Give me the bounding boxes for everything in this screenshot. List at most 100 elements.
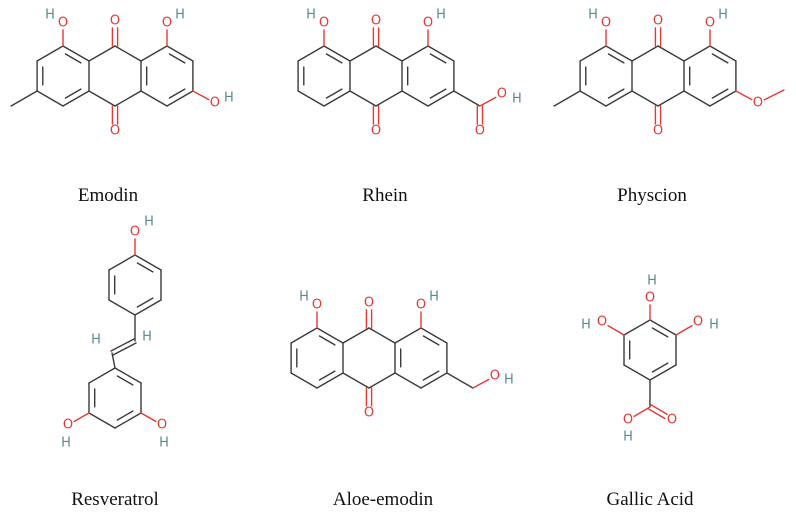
hydrogen-atom-label: H xyxy=(175,8,185,23)
bond-line xyxy=(88,45,116,62)
bond-line xyxy=(420,327,448,344)
bond-line xyxy=(349,45,377,62)
bond-line xyxy=(116,410,134,421)
oxygen-atom-label: O xyxy=(653,124,663,139)
bond-line xyxy=(607,88,625,99)
bond-line xyxy=(368,327,396,344)
bond-line xyxy=(297,90,325,107)
oxygen-atom-label: O xyxy=(623,413,633,428)
bond-line xyxy=(110,338,135,352)
oxygen-atom-label: O xyxy=(597,315,607,330)
bond-line xyxy=(10,90,38,107)
hydrogen-atom-label: H xyxy=(224,91,234,106)
bond-line xyxy=(136,297,154,308)
hydrogen-atom-label: H xyxy=(581,318,591,333)
bond-line xyxy=(325,88,343,99)
bond-line xyxy=(453,90,481,107)
bond-line xyxy=(657,90,685,107)
bond-line xyxy=(108,299,136,316)
oxygen-atom-label: O xyxy=(753,96,763,111)
hydrogen-atom-label: H xyxy=(429,290,439,305)
bond-line xyxy=(631,45,659,62)
bond-line xyxy=(633,406,651,418)
bond-line xyxy=(711,88,729,99)
bond-line xyxy=(401,45,429,62)
bond-line xyxy=(763,89,785,101)
bond-line xyxy=(140,412,157,423)
bond-line xyxy=(429,88,447,99)
oxygen-atom-label: O xyxy=(110,14,120,29)
hydrogen-atom-label: H xyxy=(306,8,316,23)
oxygen-atom-label: O xyxy=(364,406,374,421)
compound-name-rhein: Rhein xyxy=(362,185,408,206)
bond-line xyxy=(631,90,659,107)
oxygen-atom-label: O xyxy=(371,14,381,29)
bond-line xyxy=(64,53,82,64)
bond-line xyxy=(709,90,737,107)
bond-line xyxy=(472,378,490,389)
bond-line xyxy=(342,372,370,389)
bond-line xyxy=(657,45,685,62)
bond-line xyxy=(375,90,403,107)
oxygen-atom-label: O xyxy=(693,315,703,330)
bond-line xyxy=(401,90,429,107)
oxygen-atom-label: O xyxy=(63,418,73,433)
oxygen-atom-label: O xyxy=(157,418,167,433)
bond-line xyxy=(427,45,455,62)
bond-line xyxy=(427,90,455,107)
oxygen-atom-label: O xyxy=(490,369,500,384)
bond-line xyxy=(623,319,651,336)
oxygen-atom-label: O xyxy=(312,298,322,313)
bond-line xyxy=(323,45,351,62)
bond-line xyxy=(623,364,651,381)
bond-line xyxy=(88,90,116,107)
bond-line xyxy=(114,412,142,429)
oxygen-atom-label: O xyxy=(653,14,663,29)
hydrogen-atom-label: H xyxy=(142,330,152,345)
bond-line xyxy=(368,372,396,389)
hydrogen-atom-label: H xyxy=(718,8,728,23)
compound-name-aloe-emodin: Aloe-emodin xyxy=(333,489,434,510)
compound-name-physcion: Physcion xyxy=(617,185,687,206)
bond-line xyxy=(607,53,625,64)
bond-line xyxy=(394,327,422,344)
oxygen-atom-label: O xyxy=(601,16,611,31)
hydrogen-atom-label: H xyxy=(91,333,101,348)
hydrogen-atom-label: H xyxy=(61,436,71,451)
bond-line xyxy=(316,372,344,389)
hydrogen-atom-label: H xyxy=(512,92,522,107)
oxygen-atom-label: O xyxy=(475,124,485,139)
bond-line xyxy=(651,362,669,373)
bond-line xyxy=(111,352,116,369)
bond-line xyxy=(342,327,370,344)
compound-name-emodin: Emodin xyxy=(78,185,139,206)
bond-line xyxy=(166,45,194,62)
bond-line xyxy=(349,90,377,107)
bond-line xyxy=(649,364,677,381)
bond-line xyxy=(316,327,344,344)
bond-line xyxy=(375,45,403,62)
oxygen-atom-label: O xyxy=(416,298,426,313)
oxygen-atom-label: O xyxy=(667,413,677,428)
bond-line xyxy=(88,412,116,429)
hydrogen-atom-label: H xyxy=(647,274,657,289)
bond-line xyxy=(192,90,210,101)
bond-line xyxy=(422,335,440,346)
bond-line xyxy=(683,90,711,107)
hydrogen-atom-label: H xyxy=(159,436,169,451)
oxygen-atom-label: O xyxy=(130,225,140,240)
hydrogen-atom-label: H xyxy=(504,373,514,388)
bond-line xyxy=(140,45,168,62)
bond-line xyxy=(683,45,711,62)
bond-line xyxy=(318,335,336,346)
hydrogen-atom-label: H xyxy=(588,8,598,23)
bond-line xyxy=(675,324,693,336)
bond-line xyxy=(607,324,625,336)
bond-line xyxy=(166,90,194,107)
bond-line xyxy=(709,45,737,62)
bond-line xyxy=(325,53,343,64)
bond-line xyxy=(297,45,325,62)
bond-line xyxy=(579,45,607,62)
bond-line xyxy=(649,319,677,336)
